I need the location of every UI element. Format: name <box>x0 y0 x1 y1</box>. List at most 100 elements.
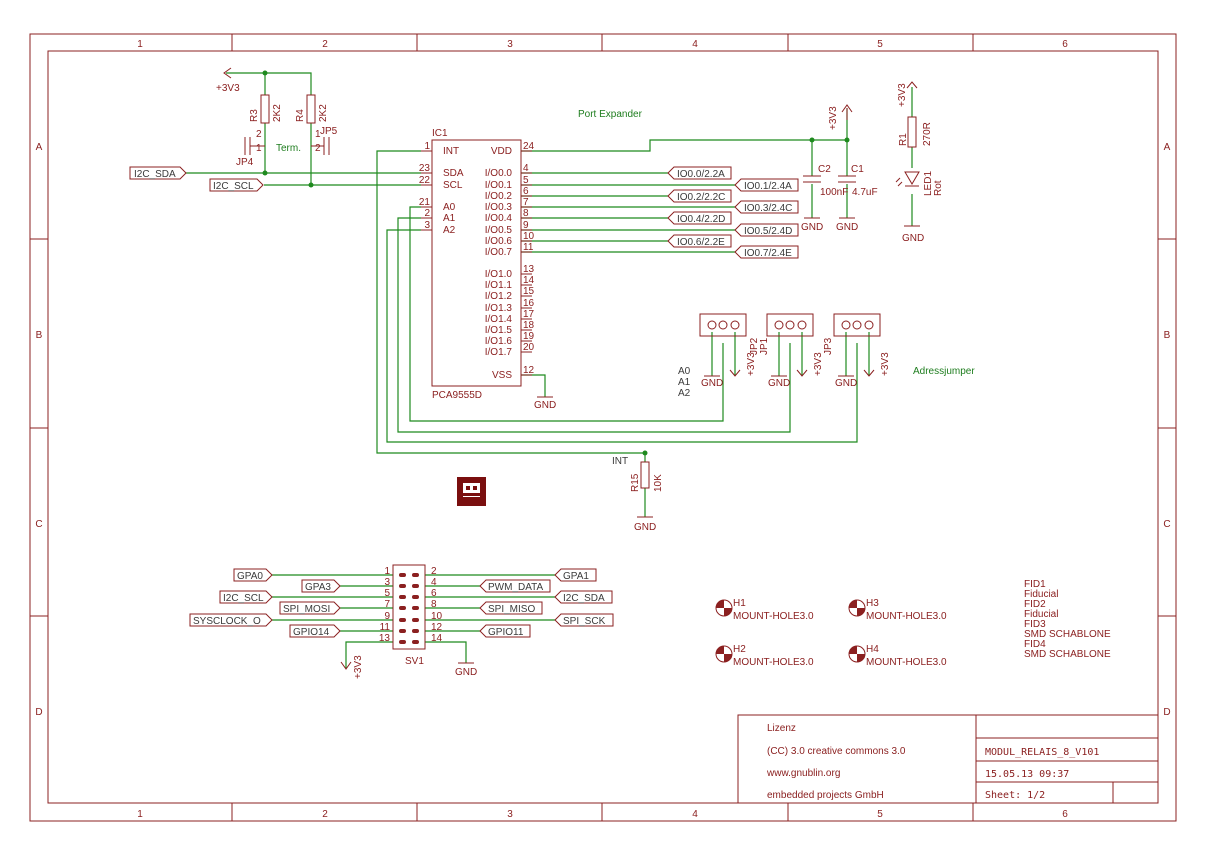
svg-text:2K2: 2K2 <box>272 104 283 122</box>
row-label: A <box>36 142 43 153</box>
svg-text:JP1: JP1 <box>759 337 770 355</box>
ic1-pin-number: 8 <box>523 208 529 219</box>
column-label: 2 <box>322 809 328 820</box>
sv1-net-flag: GPIO14 <box>289 624 341 638</box>
ic1-pin-name: I/O0.5 <box>485 225 513 236</box>
sv1-pin-number: 2 <box>431 566 437 577</box>
svg-text:4.7uF: 4.7uF <box>852 187 878 198</box>
svg-text:A1: A1 <box>678 377 691 388</box>
svg-text:+3V3: +3V3 <box>897 83 908 107</box>
column-label: 6 <box>1062 39 1068 50</box>
sv1-net-flag: SPI_MOSI <box>279 601 341 615</box>
sv1-pin-number: 12 <box>431 622 443 633</box>
io-net-flag: IO0.2/2.2C <box>667 189 732 203</box>
svg-text:Rot: Rot <box>933 180 944 196</box>
resistor-r3: R3 2K2 <box>249 94 283 124</box>
svg-text:SPI_SCK: SPI_SCK <box>563 616 606 627</box>
sv1-pin-number: 14 <box>431 633 443 644</box>
column-label: 5 <box>877 39 883 50</box>
sv1-pin-pad <box>412 629 419 633</box>
ic1-pin-name: VDD <box>491 146 512 157</box>
ic1-pin-name: I/O1.4 <box>485 314 513 325</box>
power-3v3-sv1: +3V3 <box>340 655 364 679</box>
website-url: www.gnublin.org <box>766 768 840 779</box>
ic1-pin-number: 2 <box>424 208 430 219</box>
license-heading: Lizenz <box>767 723 796 734</box>
svg-text:LED1: LED1 <box>923 171 934 196</box>
fiducial-text: FID1 <box>1024 579 1046 590</box>
svg-text:IO0.1/2.4A: IO0.1/2.4A <box>744 181 792 192</box>
ic1-pin-number: 22 <box>419 175 431 186</box>
svg-text:+3V3: +3V3 <box>746 352 757 376</box>
column-label: 1 <box>137 809 143 820</box>
ic1-pin-name: I/O0.1 <box>485 180 513 191</box>
svg-text:GND: GND <box>534 400 556 411</box>
ic1-pin-number: 16 <box>523 298 535 309</box>
svg-text:SV1: SV1 <box>405 656 424 667</box>
power-3v3-topleft: +3V3 <box>216 67 240 94</box>
license-text: (CC) 3.0 creative commons 3.0 <box>767 746 906 757</box>
fiducial-text: FID3 <box>1024 619 1046 630</box>
sv1-net-flag: SPI_MISO <box>479 601 543 615</box>
fiducial-text: SMD SCHABLONE <box>1024 629 1111 640</box>
row-label: A <box>1164 142 1171 153</box>
ic1-pin-name: I/O0.3 <box>485 202 513 213</box>
svg-text:10K: 10K <box>653 474 664 492</box>
address-labels: A0 A1 A2 <box>678 366 691 399</box>
svg-text:SPI_MISO: SPI_MISO <box>488 604 535 615</box>
ic1-pin-name: I/O0.7 <box>485 247 513 258</box>
svg-text:IO0.5/2.4D: IO0.5/2.4D <box>744 226 792 237</box>
svg-text:GPIO11: GPIO11 <box>488 627 524 638</box>
ic1-pin-name: I/O1.5 <box>485 325 513 336</box>
io-net-flag: IO0.0/2.2A <box>667 166 732 180</box>
svg-text:2: 2 <box>315 143 321 154</box>
fiducial-text: Fiducial <box>1024 589 1058 600</box>
fiducial-text: SMD SCHABLONE <box>1024 649 1111 660</box>
svg-text:GND: GND <box>701 378 723 389</box>
io-net-flag: IO0.5/2.4D <box>734 223 799 237</box>
sv1-pin-pad <box>399 629 406 633</box>
ic1-pin-number: 19 <box>523 331 535 342</box>
io-net-flag: IO0.6/2.2E <box>667 234 732 248</box>
jumper-jp5: 1 2 JP5 <box>311 126 338 155</box>
ic1-pin-name: VSS <box>492 370 512 381</box>
svg-text:GND: GND <box>634 522 656 533</box>
svg-text:R4: R4 <box>295 109 306 122</box>
sv1-pin-pad <box>412 573 419 577</box>
sv1-pin-pad <box>399 584 406 588</box>
gnd-vss: GND <box>534 396 556 411</box>
svg-text:H3: H3 <box>866 598 879 609</box>
svg-text:I2C_SCL: I2C_SCL <box>223 593 264 604</box>
ic1-pin-name: I/O1.3 <box>485 303 513 314</box>
svg-text:GND: GND <box>902 233 924 244</box>
ic1-pin-name: I/O0.0 <box>485 168 513 179</box>
sv1-pin-number: 4 <box>431 577 437 588</box>
svg-text:IO0.3/2.4C: IO0.3/2.4C <box>744 203 792 214</box>
column-label: 3 <box>507 809 513 820</box>
ic1-pin-name: I/O1.7 <box>485 347 513 358</box>
svg-text:I2C_SDA: I2C_SDA <box>134 169 176 180</box>
ic1-pin-number: 23 <box>419 163 431 174</box>
sv1-net-flag: SYSCLOCK_O <box>189 613 273 627</box>
svg-text:JP5: JP5 <box>320 126 338 137</box>
ic1-pin-name: I/O1.6 <box>485 336 513 347</box>
io-net-flags: IO0.0/2.2A IO0.1/2.4A IO0.2/2.2C IO0.3/2.4C… <box>667 166 799 259</box>
svg-text:MOUNT-HOLE3.0: MOUNT-HOLE3.0 <box>733 657 814 668</box>
jumper-power-symbols: GND GND GND +3V3 +3V3 +3V3 <box>701 352 891 389</box>
company-name: embedded projects GmbH <box>767 790 884 801</box>
column-label: 4 <box>692 39 698 50</box>
wires <box>184 72 913 668</box>
sv1-pin-pad <box>412 606 419 610</box>
sv1-pin-number: 6 <box>431 588 437 599</box>
column-labels-top: 1 2 3 4 5 6 <box>137 39 1068 50</box>
svg-text:H4: H4 <box>866 644 879 655</box>
svg-text:C2: C2 <box>818 164 831 175</box>
ic1-pin-number: 11 <box>523 242 534 253</box>
ic1-pin-name: INT <box>443 146 459 157</box>
ic1-pin-name: I/O0.2 <box>485 191 513 202</box>
svg-text:A2: A2 <box>678 388 691 399</box>
sv1-pin-number: 11 <box>380 622 391 633</box>
